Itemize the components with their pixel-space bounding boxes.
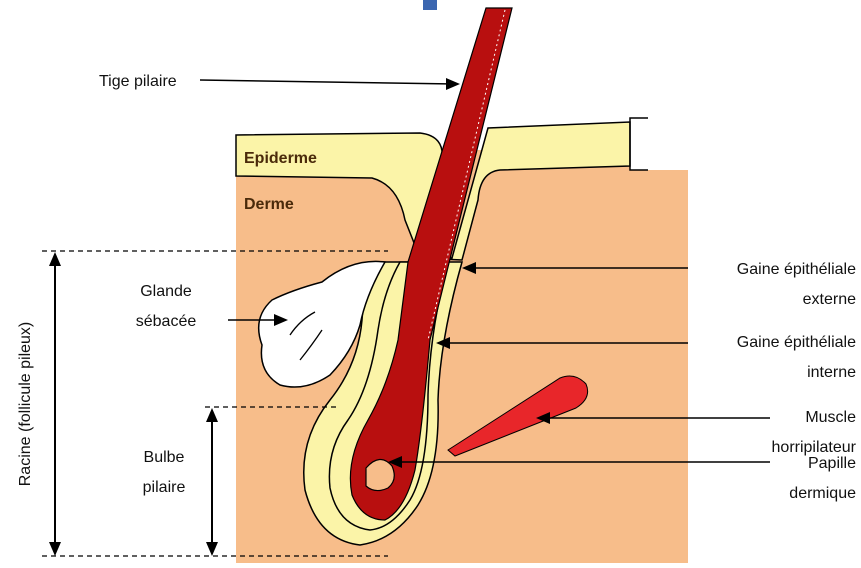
title-accent (423, 0, 437, 10)
root-label: Racine (follicule pileux) (17, 322, 34, 487)
inner-sheath-label-1: Gaine épithéliale (737, 334, 856, 351)
root-arrow-head-top (49, 252, 61, 266)
inner-sheath-label-2: interne (807, 364, 856, 381)
root-arrow-head-bottom (49, 542, 61, 556)
bulb-arrow-head-top (206, 408, 218, 422)
bulb-label-2: pilaire (143, 479, 186, 496)
sebaceous-gland-label-2: sébacée (136, 313, 197, 330)
dermal-papilla (366, 459, 394, 490)
hair-shaft-leader-head (446, 78, 460, 90)
hair-shaft-label: Tige pilaire (99, 73, 177, 90)
bulb-arrow-head-bottom (206, 542, 218, 556)
outer-sheath-label-2: externe (803, 291, 856, 308)
outer-sheath-label-1: Gaine épithéliale (737, 261, 856, 278)
muscle-label-2: horripilateur (772, 439, 857, 456)
bulb-label-1: Bulbe (144, 449, 185, 466)
papilla-label-1: Papille (808, 455, 856, 472)
epidermis-label: Epiderme (244, 150, 317, 167)
sebaceous-gland-label-1: Glande (140, 283, 192, 300)
epidermis-thickness-bracket (630, 118, 648, 170)
dermis-label: Derme (244, 196, 294, 213)
papilla-label-2: dermique (789, 485, 856, 502)
muscle-label-1: Muscle (805, 409, 856, 426)
hair-shaft-leader (200, 80, 455, 84)
